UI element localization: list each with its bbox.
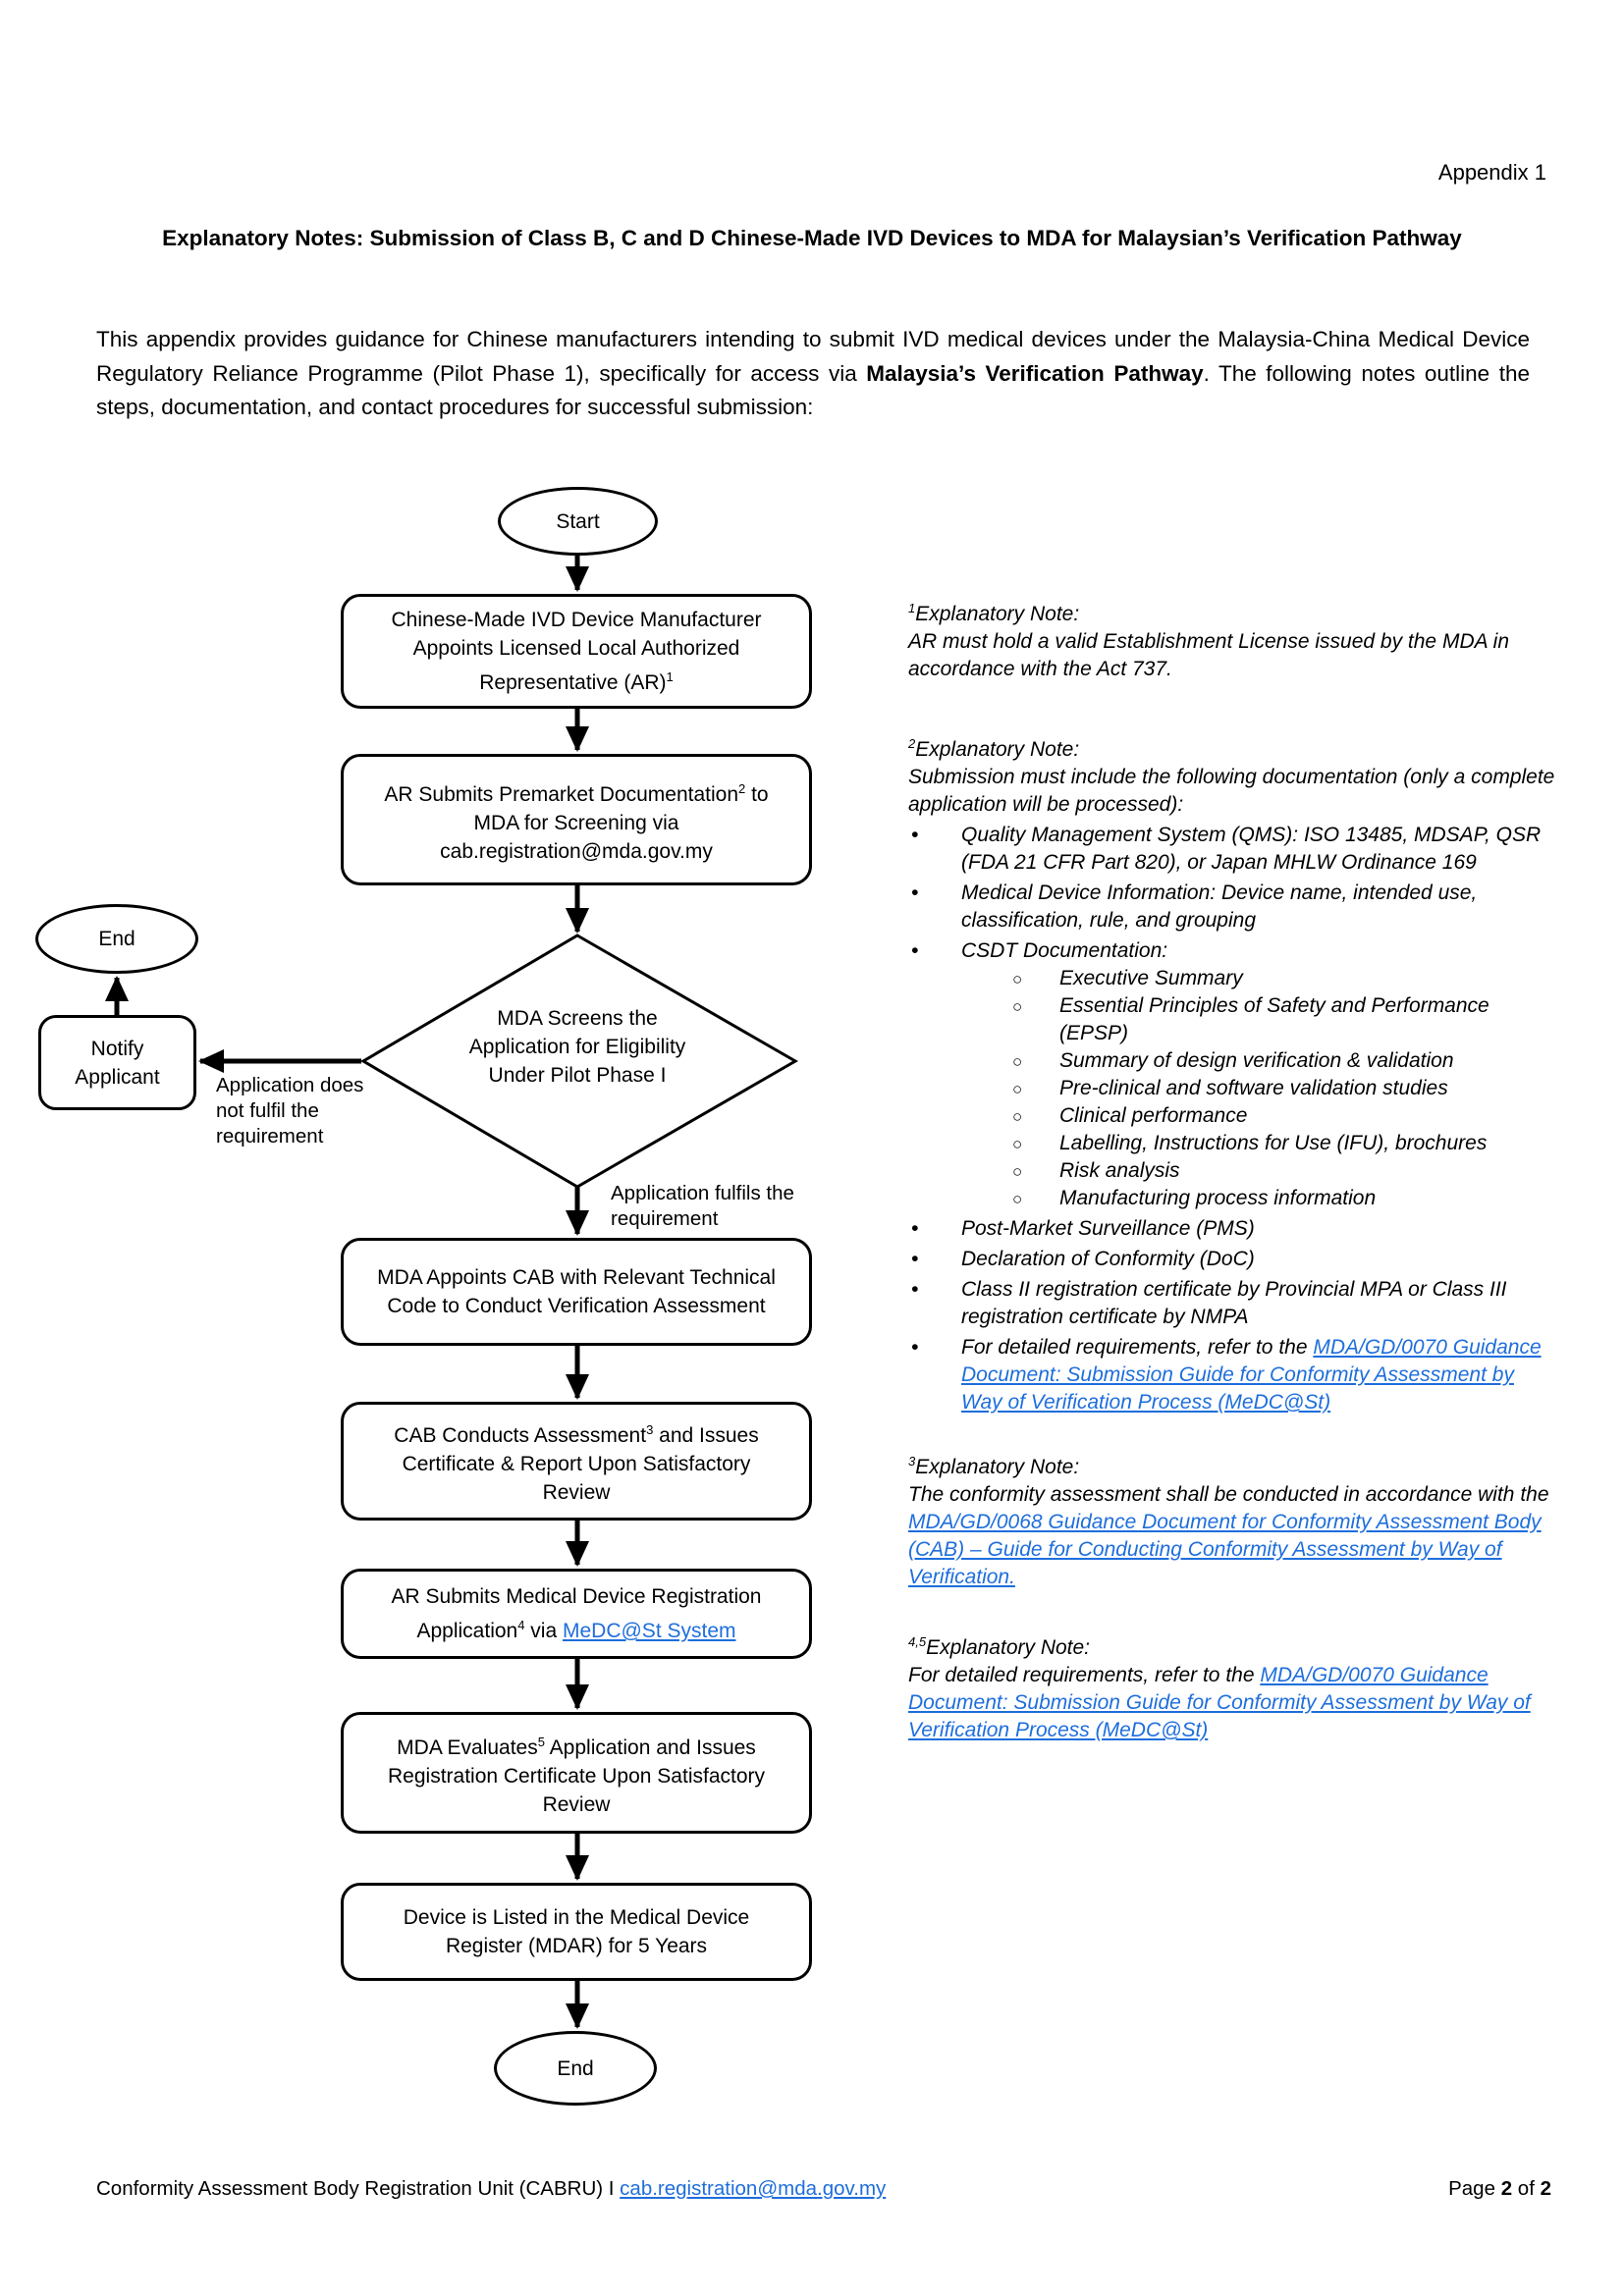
list-item-pms: Post-Market Surveillance (PMS) — [908, 1215, 1556, 1243]
decision-screening-label: MDA Screens the Application for Eligibil… — [468, 1007, 686, 1087]
step-mda-evaluates-text: MDA Evaluates5 Application and Issues Re… — [388, 1734, 765, 1816]
csdt-item: Manufacturing process information — [961, 1185, 1556, 1213]
csdt-item: Pre-clinical and software validation stu… — [961, 1075, 1556, 1103]
footnote-ref-5: 5 — [537, 1734, 545, 1749]
footnote-ref-2: 2 — [738, 780, 746, 796]
end-terminator-left: End — [35, 904, 198, 974]
intro-text-post: . The following notes outline the steps,… — [96, 360, 1530, 420]
csdt-sublist: Executive Summary Essential Principles o… — [961, 965, 1556, 1213]
footnote-ref-1: 1 — [666, 669, 674, 684]
edge-label-not-fulfil: Application does not fulfil the requirem… — [216, 1074, 364, 1148]
footnote-ref-3: 3 — [646, 1422, 654, 1437]
list-item-device-info: Medical Device Information: Device name,… — [908, 880, 1556, 934]
note-3-body: The conformity assessment shall be condu… — [908, 1483, 1549, 1588]
explanatory-notes-column: 1Explanatory Note: AR must hold a valid … — [908, 595, 1556, 1744]
explanatory-note-1: 1Explanatory Note: AR must hold a valid … — [908, 595, 1556, 683]
note-4-5-body: For detailed requirements, refer to the … — [908, 1664, 1531, 1741]
csdt-item: Summary of design verification & validat… — [961, 1047, 1556, 1076]
explanatory-note-2: 2Explanatory Note: Submission must inclu… — [908, 730, 1556, 1416]
decision-diamond-shape — [360, 934, 799, 1189]
appendix-label: Appendix 1 — [1437, 160, 1546, 185]
step-mda-evaluates: MDA Evaluates5 Application and Issues Re… — [341, 1712, 812, 1834]
documentation-list: Quality Management System (QMS): ISO 134… — [908, 822, 1556, 1416]
footer-email-link[interactable]: cab.registration@mda.gov.my — [620, 2177, 887, 2200]
explanatory-note-3: 3Explanatory Note: The conformity assess… — [908, 1448, 1556, 1591]
step-cab-assessment: CAB Conducts Assessment3 and Issues Cert… — [341, 1402, 812, 1521]
explanatory-note-4-5: 4,5Explanatory Note: For detailed requir… — [908, 1629, 1556, 1744]
gd0068-link[interactable]: MDA/GD/0068 Guidance Document for Confor… — [908, 1511, 1542, 1588]
intro-text-bold: Malaysia’s Verification Pathway — [866, 360, 1204, 386]
note-4-5-heading: 4,5Explanatory Note: — [908, 1634, 1091, 1659]
end-terminator-bottom: End — [494, 2031, 657, 2106]
note-2-heading: 2Explanatory Note: — [908, 736, 1080, 761]
list-item-class-cert: Class II registration certificate by Pro… — [908, 1276, 1556, 1331]
list-item-detailed-req: For detailed requirements, refer to the … — [908, 1334, 1556, 1416]
list-item-csdt: CSDT Documentation: Executive Summary Es… — [908, 937, 1556, 1213]
start-terminator: Start — [498, 487, 658, 556]
step-submit-registration-text: AR Submits Medical Device Registration A… — [391, 1585, 762, 1642]
gd0070-link[interactable]: MDA/GD/0070 Guidance Document: Submissio… — [961, 1336, 1542, 1414]
csdt-item: Clinical performance — [961, 1102, 1556, 1131]
step-appoint-ar: Chinese-Made IVD Device Manufacturer App… — [341, 594, 812, 709]
footer-page-number: Page 2 of 2 — [1448, 2177, 1551, 2200]
step-submit-premarket-text: AR Submits Premarket Documentation2 to M… — [384, 780, 769, 863]
intro-text-pre: This appendix provides guidance for Chin… — [96, 327, 1530, 386]
csdt-item: Risk analysis — [961, 1157, 1556, 1186]
list-item-doc: Declaration of Conformity (DoC) — [908, 1246, 1556, 1273]
step-appoint-cab: MDA Appoints CAB with Relevant Technical… — [341, 1238, 812, 1346]
step-submit-registration: AR Submits Medical Device Registration A… — [341, 1569, 812, 1659]
note-3-heading: 3Explanatory Note: — [908, 1454, 1080, 1478]
list-item-qms: Quality Management System (QMS): ISO 134… — [908, 822, 1556, 877]
footer-unit-info: Conformity Assessment Body Registration … — [96, 2177, 887, 2200]
step-appoint-ar-text: Chinese-Made IVD Device Manufacturer App… — [391, 609, 762, 694]
intro-paragraph: This appendix provides guidance for Chin… — [96, 323, 1530, 425]
csdt-item: Essential Principles of Safety and Perfo… — [961, 992, 1556, 1047]
page-title: Explanatory Notes: Submission of Class B… — [162, 226, 1462, 250]
csdt-item: Labelling, Instructions for Use (IFU), b… — [961, 1130, 1556, 1158]
step-cab-assessment-text: CAB Conducts Assessment3 and Issues Cert… — [394, 1422, 759, 1504]
note-2-body: Submission must include the following do… — [908, 766, 1555, 816]
edge-label-fulfils: Application fulfils the requirement — [611, 1182, 794, 1230]
note-1-heading: 1Explanatory Note: — [908, 601, 1080, 625]
gd0070-link-2[interactable]: MDA/GD/0070 Guidance Document: Submissio… — [908, 1664, 1531, 1741]
step-notify-applicant: Notify Applicant — [38, 1015, 196, 1110]
step-submit-premarket: AR Submits Premarket Documentation2 to M… — [341, 754, 812, 885]
step-device-listed: Device is Listed in the Medical Device R… — [341, 1883, 812, 1981]
note-1-body: AR must hold a valid Establishment Licen… — [908, 630, 1510, 680]
medcst-system-link[interactable]: MeDC@St System — [562, 1620, 736, 1642]
footnote-ref-4: 4 — [517, 1618, 525, 1632]
csdt-item: Executive Summary — [961, 965, 1556, 993]
